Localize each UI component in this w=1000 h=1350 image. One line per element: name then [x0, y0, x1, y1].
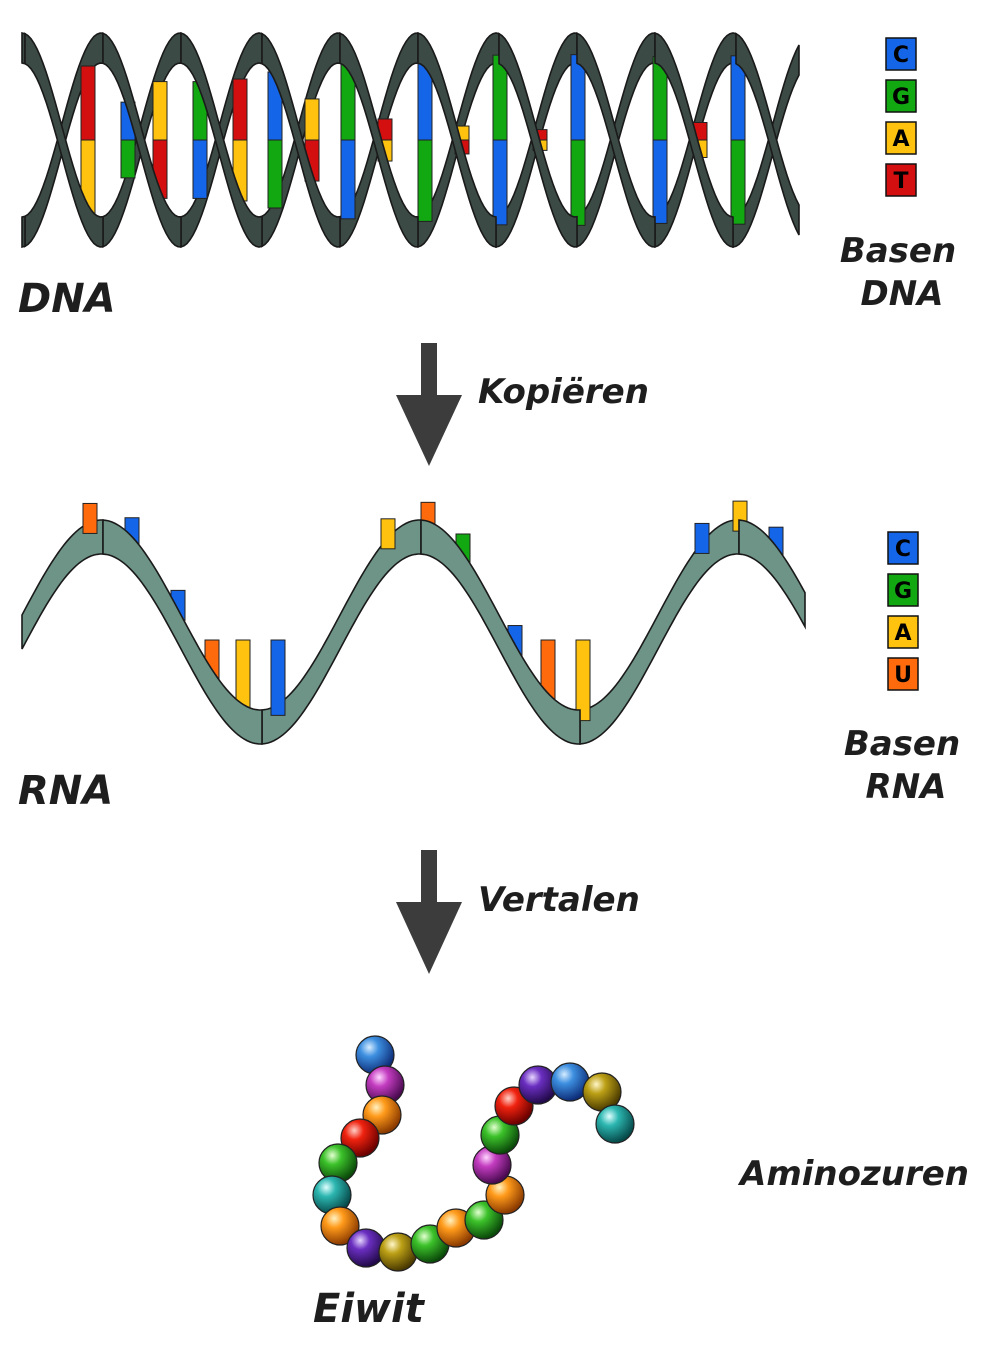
rna-base: [694, 522, 710, 554]
dna-legend-letter-g: G: [892, 85, 910, 110]
rna-base: [270, 639, 286, 716]
dna-backbone-strand-2: [732, 44, 800, 249]
dna-base-pair-upper: [152, 81, 168, 141]
dna-backbone-strand-1: [735, 32, 800, 236]
dna-backbone-strand-1: [102, 32, 182, 248]
dna-legend-title-line2: DNA: [861, 274, 944, 314]
dna-base-pair-upper: [304, 98, 320, 141]
copy-step-label: Kopiëren: [478, 372, 649, 412]
dna-base-pair-lower: [192, 139, 208, 199]
amino-acid-bead: [340, 1118, 380, 1158]
dna-legend-box-c: [885, 37, 917, 71]
dna-backbone-strand-2: [498, 32, 578, 248]
dna-legend-box-a: [885, 121, 917, 155]
dna-backbone-strand-1: [261, 32, 341, 248]
rna-legend-box-g: [887, 573, 919, 607]
dna-backbone-strand-2: [24, 32, 104, 248]
rna-base: [380, 518, 396, 550]
dna-base-pair-upper: [80, 65, 96, 141]
rna-backbone: [261, 519, 422, 745]
dna-base-pair-lower: [340, 139, 356, 220]
dna-backbone-strand-1: [576, 32, 656, 248]
dna-legend-box-g: [885, 79, 917, 113]
protein-label: Eiwit: [313, 1286, 426, 1332]
rna-base: [575, 639, 591, 722]
rna-ribbon-front: [102, 519, 806, 745]
dna-backbone-strand-2: [339, 32, 419, 248]
dna-backbone-strand-2: [654, 31, 734, 249]
translate-arrow: [396, 850, 462, 974]
rna-backbone: [579, 519, 740, 745]
rna-backbone: [738, 519, 806, 630]
dna-legend-letter-a: A: [892, 127, 909, 152]
rna-legend-box-a: [887, 615, 919, 649]
amino-acid-bead: [318, 1143, 358, 1183]
dna-base-pair-lower: [267, 139, 283, 209]
rna-legend-letter-g: G: [894, 579, 912, 604]
copy-arrow: [396, 343, 462, 466]
rna-base: [82, 502, 98, 534]
dna-strand-front: [21, 31, 800, 249]
arrow-shaft: [421, 343, 437, 405]
dna-base-pair-lower: [417, 139, 433, 222]
rna-legend-letter-u: U: [894, 663, 912, 688]
dna-legend-title-line1: Basen: [840, 231, 956, 271]
arrow-head: [396, 395, 462, 466]
dna-backbone-strand-2: [180, 31, 263, 248]
arrow-head: [396, 902, 462, 974]
rna-legend-letter-c: C: [895, 537, 911, 562]
dna-legend-letter-t: T: [893, 169, 908, 194]
dna-base-pair-lower: [570, 139, 586, 226]
dna-label: DNA: [18, 276, 116, 322]
dna-base-pair-lower: [730, 139, 746, 225]
rna-strand: [21, 500, 806, 745]
amino-acid-bead: [320, 1206, 360, 1246]
amino-acid-bead: [595, 1104, 635, 1144]
dna-legend-letter-c: C: [893, 43, 909, 68]
dna-base-pair-lower: [492, 139, 508, 226]
dna-legend-box-t: [885, 163, 917, 197]
dna-base-pair-lower: [120, 139, 136, 179]
translate-step-label: Vertalen: [478, 880, 640, 920]
rna-legend-box-c: [887, 531, 919, 565]
dna-backbone-strand-1: [21, 215, 26, 249]
amino-acid-chain: [312, 1035, 635, 1272]
rna-legend-letter-a: A: [894, 621, 911, 646]
rna-backbone: [21, 519, 104, 650]
dna-base-pair-lower: [652, 139, 668, 224]
rna-backbone: [420, 519, 581, 745]
dna-helix: [21, 31, 800, 249]
amino-acids-label: Aminozuren: [737, 1154, 969, 1194]
dna-base-pairs: [80, 54, 746, 226]
arrow-shaft: [421, 850, 437, 912]
dna-backbone-strand-1: [417, 31, 497, 249]
rna-legend-title-line1: Basen: [844, 724, 960, 764]
rna-legend-title-line2: RNA: [866, 767, 947, 807]
dna-base-pair-upper: [232, 78, 248, 141]
rna-legend-box-u: [887, 657, 919, 691]
rna-label: RNA: [18, 768, 113, 814]
rna-backbone: [102, 519, 263, 745]
